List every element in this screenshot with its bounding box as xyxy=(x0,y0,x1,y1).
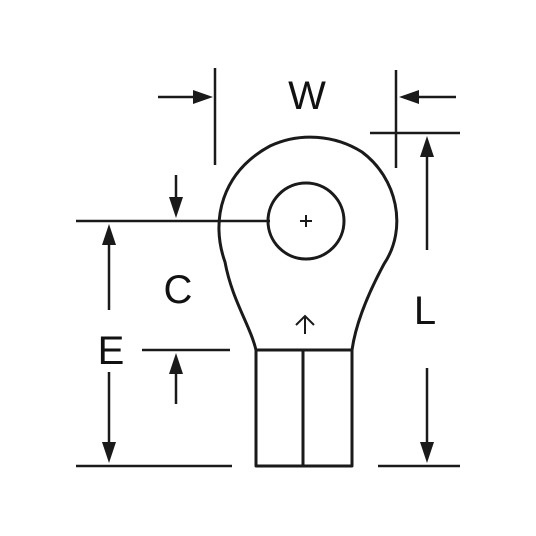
width-dimension: W xyxy=(158,68,456,168)
center-dimension: C xyxy=(76,175,270,404)
end-arrow-down-icon xyxy=(102,442,116,463)
center-arrow-up-icon xyxy=(169,353,183,374)
length-arrow-down-icon xyxy=(420,442,434,463)
center-label: C xyxy=(164,268,193,312)
ring-outline xyxy=(217,135,399,352)
hole-center-mark xyxy=(300,215,312,227)
length-arrow-up-icon xyxy=(420,136,434,157)
end-label: E xyxy=(98,329,125,373)
width-label: W xyxy=(288,74,326,118)
neck-arrow-icon xyxy=(295,314,315,334)
width-arrow-right-icon xyxy=(399,90,419,104)
center-arrow-down-icon xyxy=(169,197,183,218)
width-arrow-left-icon xyxy=(193,90,213,104)
terminal-body xyxy=(217,135,399,468)
end-dimension: E xyxy=(76,224,232,468)
end-arrow-up-icon xyxy=(102,224,116,245)
length-dimension: L xyxy=(370,131,460,468)
length-label: L xyxy=(414,289,436,333)
